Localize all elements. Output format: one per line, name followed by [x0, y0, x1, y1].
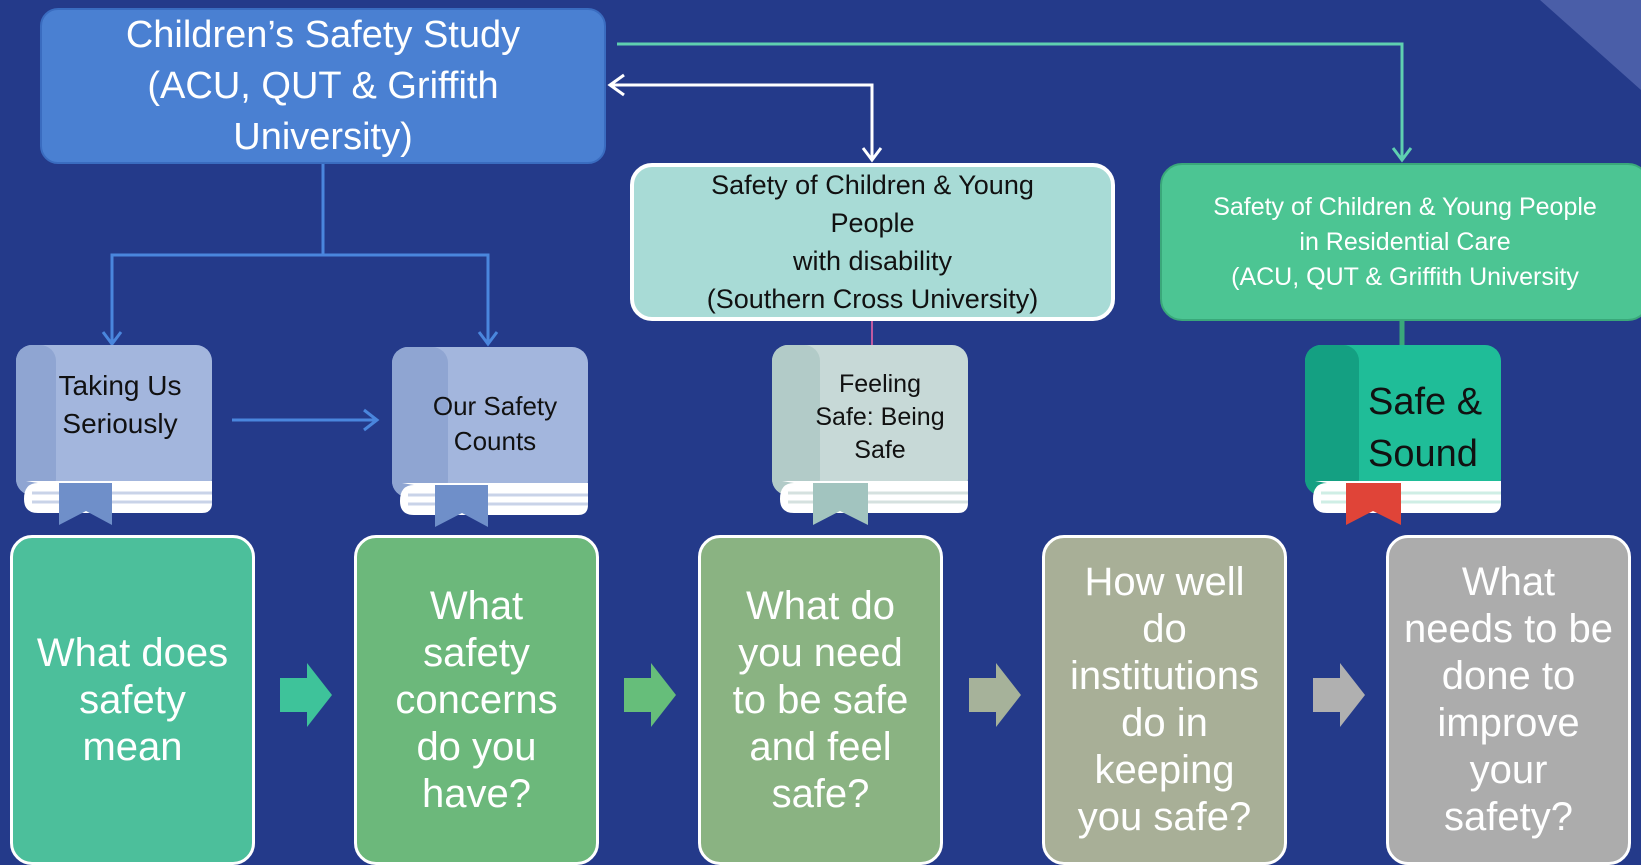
step-arrow-3: [969, 663, 1021, 727]
arrowhead-book-2-side: [363, 408, 380, 432]
disability-line-4: (Southern Cross University): [706, 284, 1039, 314]
disability-study-box: Safety of Children & Young People with d…: [630, 163, 1115, 321]
residential-care-study-box: Safety of Children & Young People in Res…: [1160, 163, 1641, 321]
book-icon-taking-us-seriously: [16, 345, 212, 525]
corner-decoration: [1540, 0, 1641, 90]
book-icon-our-safety-counts: [392, 347, 588, 527]
disability-line-1: Safety of Children & Young: [711, 170, 1034, 200]
question-box-safety-concerns: What safety concerns do you have?: [354, 535, 599, 865]
study-line-3: University): [233, 115, 413, 158]
step-arrow-4: [1313, 663, 1365, 727]
study-line-1: Children’s Safety Study: [125, 13, 521, 56]
connector-disability-study: [612, 83, 874, 158]
book-icon-feeling-safe: [772, 345, 968, 525]
question-box-safety-meaning: What does safety mean: [10, 535, 255, 865]
book-title-feeling-safe: Feeling Safe: Being Safe: [815, 370, 945, 464]
connector-study-branch: [110, 253, 490, 342]
arrowhead-book-1: [101, 331, 123, 347]
disability-line-3: with disability: [792, 246, 953, 276]
study-line-2: (ACU, QUT & Griffith: [147, 64, 499, 107]
residential-line-2: in Residential Care: [1299, 227, 1511, 256]
question-box-needs: What do you need to be safe and feel saf…: [698, 535, 943, 865]
book-title-taking-us-seriously: Taking Us Seriously: [58, 370, 182, 439]
arrowhead-residential: [1391, 147, 1413, 163]
arrowhead-disability: [861, 147, 883, 163]
step-arrow-1: [280, 663, 332, 727]
arrowhead-book-2: [477, 331, 499, 347]
step-arrow-2: [624, 663, 676, 727]
childrens-safety-study-box: Children’s Safety Study (ACU, QUT & Grif…: [40, 8, 606, 164]
book-title-safe-and-sound: Safe & Sound: [1368, 381, 1483, 475]
arrowhead-study: [607, 73, 625, 97]
connector-study-to-residential: [617, 42, 1404, 158]
residential-line-1: Safety of Children & Young People: [1213, 192, 1597, 221]
question-box-improvements: What needs to be done to improve your sa…: [1386, 535, 1631, 865]
disability-line-2: People: [830, 208, 915, 238]
residential-line-3: (ACU, QUT & Griffith University: [1231, 262, 1579, 291]
question-box-institutions: How well do institutions do in keeping y…: [1042, 535, 1287, 865]
book-icon-safe-and-sound: [1305, 345, 1501, 525]
book-title-our-safety-counts: Our Safety Counts: [432, 391, 558, 456]
